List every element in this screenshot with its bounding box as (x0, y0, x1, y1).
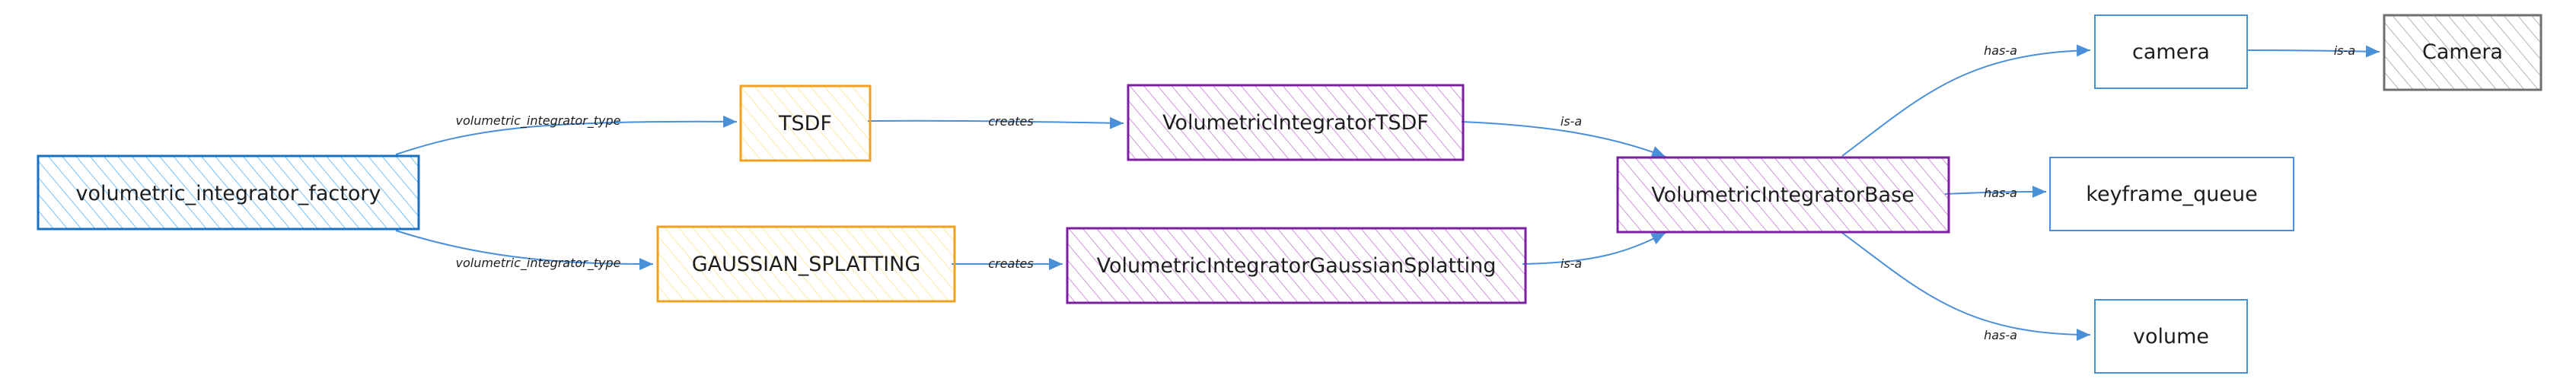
node-volumetric-integrator-gaussian-splatting[interactable]: VolumetricIntegratorGaussianSplatting (1066, 227, 1527, 304)
edge-base-has-volume (1841, 232, 2091, 341)
edge-label-factory-gs: volumetric_integrator_type (456, 256, 621, 271)
node-label: VolumetricIntegratorGaussianSplatting (1097, 254, 1497, 278)
edge-label-base-volume: has-a (1984, 328, 2017, 342)
node-gaussian-splatting[interactable]: GAUSSIAN_SPLATTING (656, 225, 956, 303)
edge-label-base-keyframe: has-a (1984, 186, 2017, 200)
node-camera-member[interactable]: camera (2094, 14, 2248, 89)
edge-label-base-camera: has-a (1984, 43, 2017, 58)
node-volume[interactable]: volume (2094, 299, 2248, 374)
edge-label-camera-isa: is-a (2334, 43, 2355, 58)
edge-base-has-keyframe-queue (1944, 186, 2047, 199)
node-volumetric-integrator-base[interactable]: VolumetricIntegratorBase (1616, 156, 1950, 234)
node-camera-class[interactable]: Camera (2383, 14, 2543, 91)
edge-base-has-camera (1841, 44, 2091, 157)
node-label: volumetric_integrator_factory (76, 182, 381, 205)
edges (395, 44, 2380, 341)
edge-tsdf-creates-vi-tsdf (867, 116, 1124, 129)
node-volumetric-integrator-factory[interactable]: volumetric_integrator_factory (37, 154, 420, 231)
edge-factory-to-gaussian-splatting (395, 230, 654, 271)
node-label: volume (2133, 325, 2209, 348)
edge-label-gs-creates: creates (988, 256, 1033, 271)
node-label: VolumetricIntegratorTSDF (1162, 111, 1429, 135)
edge-vi-gs-isa-base (1522, 232, 1666, 265)
edge-label-tsdf-creates: creates (988, 114, 1033, 129)
edge-label-gs-isa: is-a (1561, 256, 1582, 271)
edge-factory-to-tsdf (395, 115, 738, 155)
node-label: Camera (2422, 40, 2503, 64)
edge-label-factory-tsdf: volumetric_integrator_type (456, 113, 621, 129)
node-volumetric-integrator-tsdf[interactable]: VolumetricIntegratorTSDF (1127, 84, 1465, 161)
node-label: camera (2132, 40, 2210, 64)
edge-vi-tsdf-isa-base (1461, 121, 1666, 158)
node-label: keyframe_queue (2086, 183, 2257, 206)
node-label: VolumetricIntegratorBase (1651, 183, 1914, 207)
node-keyframe-queue[interactable]: keyframe_queue (2049, 157, 2294, 231)
node-tsdf[interactable]: TSDF (739, 84, 872, 162)
edge-labels: volumetric_integrator_type volumetric_in… (456, 43, 2356, 342)
edge-label-tsdf-isa: is-a (1561, 114, 1582, 129)
edge-camera-isa-camera-class (2245, 45, 2380, 58)
node-label: GAUSSIAN_SPLATTING (692, 253, 921, 276)
node-label: TSDF (778, 112, 832, 135)
